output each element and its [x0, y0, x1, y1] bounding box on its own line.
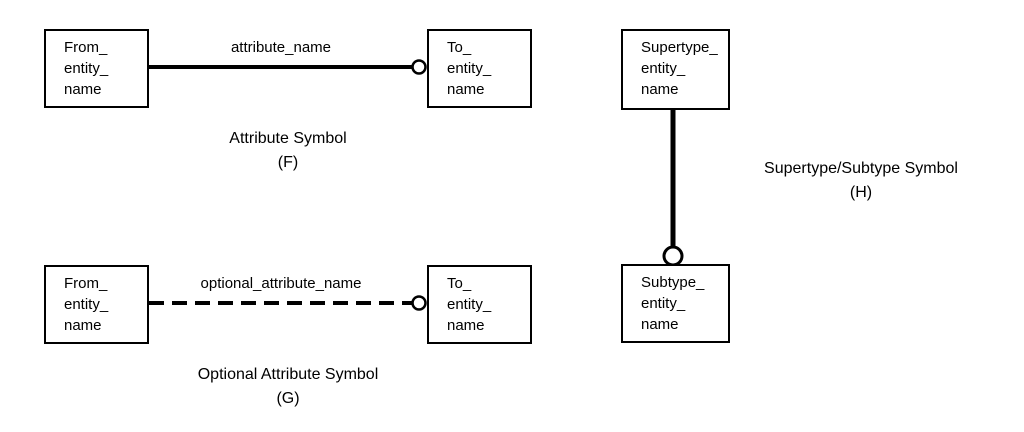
- caption-optional-attribute-symbol: Optional Attribute Symbol (G): [197, 366, 379, 407]
- entity-box-subtype[interactable]: Subtype_ entity_ name: [621, 264, 730, 343]
- edge-label-optional-attribute-name: optional_attribute_name: [200, 275, 362, 292]
- entity-box-to-attribute[interactable]: To_ entity_ name: [427, 29, 532, 108]
- caption-supertype-subtype-symbol: Supertype/Subtype Symbol (H): [764, 160, 958, 201]
- edge-label-attribute-name: attribute_name: [230, 39, 332, 56]
- entity-box-supertype[interactable]: Supertype_ entity_ name: [621, 29, 730, 110]
- entity-box-from-optional-attribute[interactable]: From_ entity_ name: [44, 265, 149, 344]
- entity-box-from-attribute[interactable]: From_ entity_ name: [44, 29, 149, 108]
- supertype-subtype-terminator-circle: [662, 245, 684, 267]
- entity-box-to-optional-attribute[interactable]: To_ entity_ name: [427, 265, 532, 344]
- caption-attribute-symbol: Attribute Symbol (F): [229, 130, 347, 171]
- optional-attribute-terminator-circle: [411, 295, 427, 311]
- attribute-terminator-circle: [411, 59, 427, 75]
